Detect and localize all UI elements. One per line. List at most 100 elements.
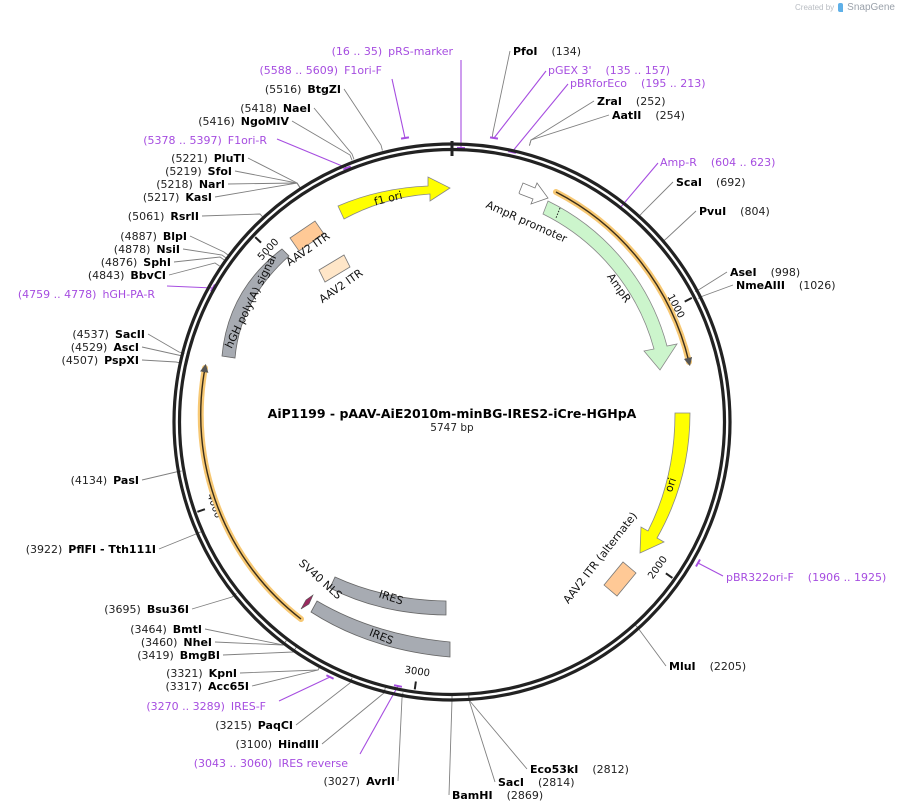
primer-label[interactable]: Amp-R(604 .. 623) bbox=[660, 156, 775, 169]
enzyme-site[interactable]: (4537)SacII bbox=[72, 328, 145, 341]
enzyme-site[interactable]: ZraI(252) bbox=[597, 95, 666, 108]
enzyme-label[interactable]: (5218)NarI bbox=[156, 178, 225, 191]
enzyme-site[interactable]: AatII(254) bbox=[612, 109, 685, 122]
enzyme-label[interactable]: MluI(2205) bbox=[669, 660, 746, 673]
enzyme-label[interactable]: NmeAIII(1026) bbox=[736, 279, 836, 292]
enzyme-site[interactable]: (4843)BbvCI bbox=[88, 269, 166, 282]
enzyme-site[interactable]: (3027)AvrII bbox=[324, 775, 395, 788]
feature-f1-ori[interactable]: f1 ori bbox=[337, 176, 451, 220]
enzyme-site[interactable]: (3695)Bsu36I bbox=[104, 603, 189, 616]
primer-label[interactable]: pBR322ori-F(1906 .. 1925) bbox=[726, 571, 886, 584]
enzyme-site[interactable]: (3317)Acc65I bbox=[165, 680, 249, 693]
enzyme-label[interactable]: Eco53kI(2812) bbox=[530, 763, 629, 776]
enzyme-site[interactable]: PvuI(804) bbox=[699, 205, 770, 218]
enzyme-label[interactable]: (4878)NsiI bbox=[114, 243, 180, 256]
primer-label[interactable]: (3270 .. 3289)IRES-F bbox=[146, 700, 266, 713]
primer-site[interactable]: Amp-R(604 .. 623) bbox=[660, 156, 775, 169]
enzyme-site[interactable]: (5219)SfoI bbox=[165, 165, 232, 178]
feature-aav2-itr-1[interactable]: AAV2 ITR bbox=[284, 220, 333, 269]
enzyme-label[interactable]: (3321)KpnI bbox=[166, 667, 237, 680]
enzyme-label[interactable]: (3922)PflFI - Tth111I bbox=[26, 543, 156, 556]
enzyme-site[interactable]: Eco53kI(2812) bbox=[530, 763, 629, 776]
enzyme-label[interactable]: ScaI(692) bbox=[676, 176, 746, 189]
primer-site[interactable]: (16 .. 35)pRS-marker bbox=[332, 45, 454, 58]
enzyme-label[interactable]: (5416)NgoMIV bbox=[198, 115, 289, 128]
primer-label[interactable]: (5588 .. 5609)F1ori-F bbox=[260, 64, 383, 77]
feature-ori[interactable]: ori bbox=[639, 412, 691, 554]
enzyme-label[interactable]: (4537)SacII bbox=[72, 328, 145, 341]
enzyme-label[interactable]: (3317)Acc65I bbox=[165, 680, 249, 693]
enzyme-label[interactable]: (4134)PasI bbox=[71, 474, 139, 487]
enzyme-site[interactable]: (4878)NsiI bbox=[114, 243, 180, 256]
enzyme-label[interactable]: PfoI(134) bbox=[513, 45, 581, 58]
enzyme-site[interactable]: AseI(998) bbox=[730, 266, 800, 279]
primer-site[interactable]: (5378 .. 5397)F1ori-R bbox=[143, 134, 267, 147]
enzyme-site[interactable]: MluI(2205) bbox=[669, 660, 746, 673]
enzyme-site[interactable]: (3464)BmtI bbox=[130, 623, 202, 636]
primer-site[interactable]: (5588 .. 5609)F1ori-F bbox=[260, 64, 383, 77]
enzyme-label[interactable]: SacI(2814) bbox=[498, 776, 575, 789]
enzyme-label[interactable]: (5061)RsrII bbox=[128, 210, 199, 223]
primer-site[interactable]: (3270 .. 3289)IRES-F bbox=[146, 700, 266, 713]
enzyme-site[interactable]: (5218)NarI bbox=[156, 178, 225, 191]
enzyme-label[interactable]: AseI(998) bbox=[730, 266, 800, 279]
enzyme-site[interactable]: (5418)NaeI bbox=[240, 102, 311, 115]
enzyme-label[interactable]: (5221)PluTI bbox=[171, 152, 245, 165]
enzyme-label[interactable]: (3464)BmtI bbox=[130, 623, 202, 636]
enzyme-label[interactable]: (5219)SfoI bbox=[165, 165, 232, 178]
primer-label[interactable]: (5378 .. 5397)F1ori-R bbox=[143, 134, 267, 147]
enzyme-label[interactable]: (4529)AscI bbox=[71, 341, 139, 354]
enzyme-site[interactable]: (3100)HindIII bbox=[235, 738, 319, 751]
enzyme-site[interactable]: (5516)BtgZI bbox=[265, 83, 341, 96]
primer-label[interactable]: (3043 .. 3060)IRES reverse bbox=[194, 757, 348, 770]
enzyme-label[interactable]: (5516)BtgZI bbox=[265, 83, 341, 96]
primer-label[interactable]: pBRforEco(195 .. 213) bbox=[570, 77, 706, 90]
feature-hgh-polya[interactable]: hGH poly(A) signal bbox=[221, 248, 290, 359]
enzyme-site[interactable]: NmeAIII(1026) bbox=[736, 279, 836, 292]
enzyme-site[interactable]: (4529)AscI bbox=[71, 341, 139, 354]
enzyme-label[interactable]: ZraI(252) bbox=[597, 95, 666, 108]
primer-site[interactable]: (4759 .. 4778)hGH-PA-R bbox=[18, 288, 155, 301]
enzyme-label[interactable]: (3460)NheI bbox=[141, 636, 212, 649]
enzyme-site[interactable]: BamHI(2869) bbox=[452, 789, 543, 802]
enzyme-label[interactable]: BamHI(2869) bbox=[452, 789, 543, 802]
enzyme-site[interactable]: (4876)SphI bbox=[101, 256, 171, 269]
feature-ires-2[interactable]: IRES bbox=[310, 600, 451, 658]
feature-ires-1[interactable]: IRES bbox=[329, 576, 447, 616]
feature-aav2-itr-alternate[interactable]: AAV2 ITR (alternate) bbox=[561, 510, 640, 607]
enzyme-label[interactable]: (3100)HindIII bbox=[235, 738, 319, 751]
enzyme-site[interactable]: (3321)KpnI bbox=[166, 667, 237, 680]
primer-site[interactable]: pBR322ori-F(1906 .. 1925) bbox=[726, 571, 886, 584]
enzyme-label[interactable]: PvuI(804) bbox=[699, 205, 770, 218]
primer-site[interactable]: pBRforEco(195 .. 213) bbox=[570, 77, 706, 90]
enzyme-site[interactable]: (5217)KasI bbox=[143, 191, 212, 204]
primer-label[interactable]: (4759 .. 4778)hGH-PA-R bbox=[18, 288, 155, 301]
enzyme-site[interactable]: (5221)PluTI bbox=[171, 152, 245, 165]
primer-label[interactable]: pGEX 3'(135 .. 157) bbox=[548, 64, 670, 77]
enzyme-site[interactable]: SacI(2814) bbox=[498, 776, 575, 789]
primer-site[interactable]: pGEX 3'(135 .. 157) bbox=[548, 64, 670, 77]
enzyme-site[interactable]: (3419)BmgBI bbox=[137, 649, 220, 662]
enzyme-label[interactable]: AatII(254) bbox=[612, 109, 685, 122]
enzyme-label[interactable]: (4507)PspXI bbox=[62, 354, 139, 367]
enzyme-label[interactable]: (3215)PaqCI bbox=[215, 719, 293, 732]
enzyme-site[interactable]: ScaI(692) bbox=[676, 176, 746, 189]
enzyme-site[interactable]: (5061)RsrII bbox=[128, 210, 199, 223]
enzyme-site[interactable]: (4507)PspXI bbox=[62, 354, 139, 367]
enzyme-site[interactable]: (4134)PasI bbox=[71, 474, 139, 487]
primer-site[interactable]: (3043 .. 3060)IRES reverse bbox=[194, 757, 348, 770]
enzyme-site[interactable]: (4887)BlpI bbox=[120, 230, 187, 243]
primer-label[interactable]: (16 .. 35)pRS-marker bbox=[332, 45, 454, 58]
feature-aav2-itr-2[interactable]: AAV2 ITR bbox=[317, 254, 366, 306]
enzyme-label[interactable]: (5418)NaeI bbox=[240, 102, 311, 115]
enzyme-label[interactable]: (3027)AvrII bbox=[324, 775, 395, 788]
enzyme-label[interactable]: (4843)BbvCI bbox=[88, 269, 166, 282]
enzyme-label[interactable]: (3419)BmgBI bbox=[137, 649, 220, 662]
enzyme-label[interactable]: (3695)Bsu36I bbox=[104, 603, 189, 616]
enzyme-label[interactable]: (4876)SphI bbox=[101, 256, 171, 269]
enzyme-site[interactable]: PfoI(134) bbox=[513, 45, 581, 58]
enzyme-site[interactable]: (3922)PflFI - Tth111I bbox=[26, 543, 156, 556]
enzyme-site[interactable]: (3460)NheI bbox=[141, 636, 212, 649]
enzyme-site[interactable]: (3215)PaqCI bbox=[215, 719, 293, 732]
enzyme-label[interactable]: (5217)KasI bbox=[143, 191, 212, 204]
